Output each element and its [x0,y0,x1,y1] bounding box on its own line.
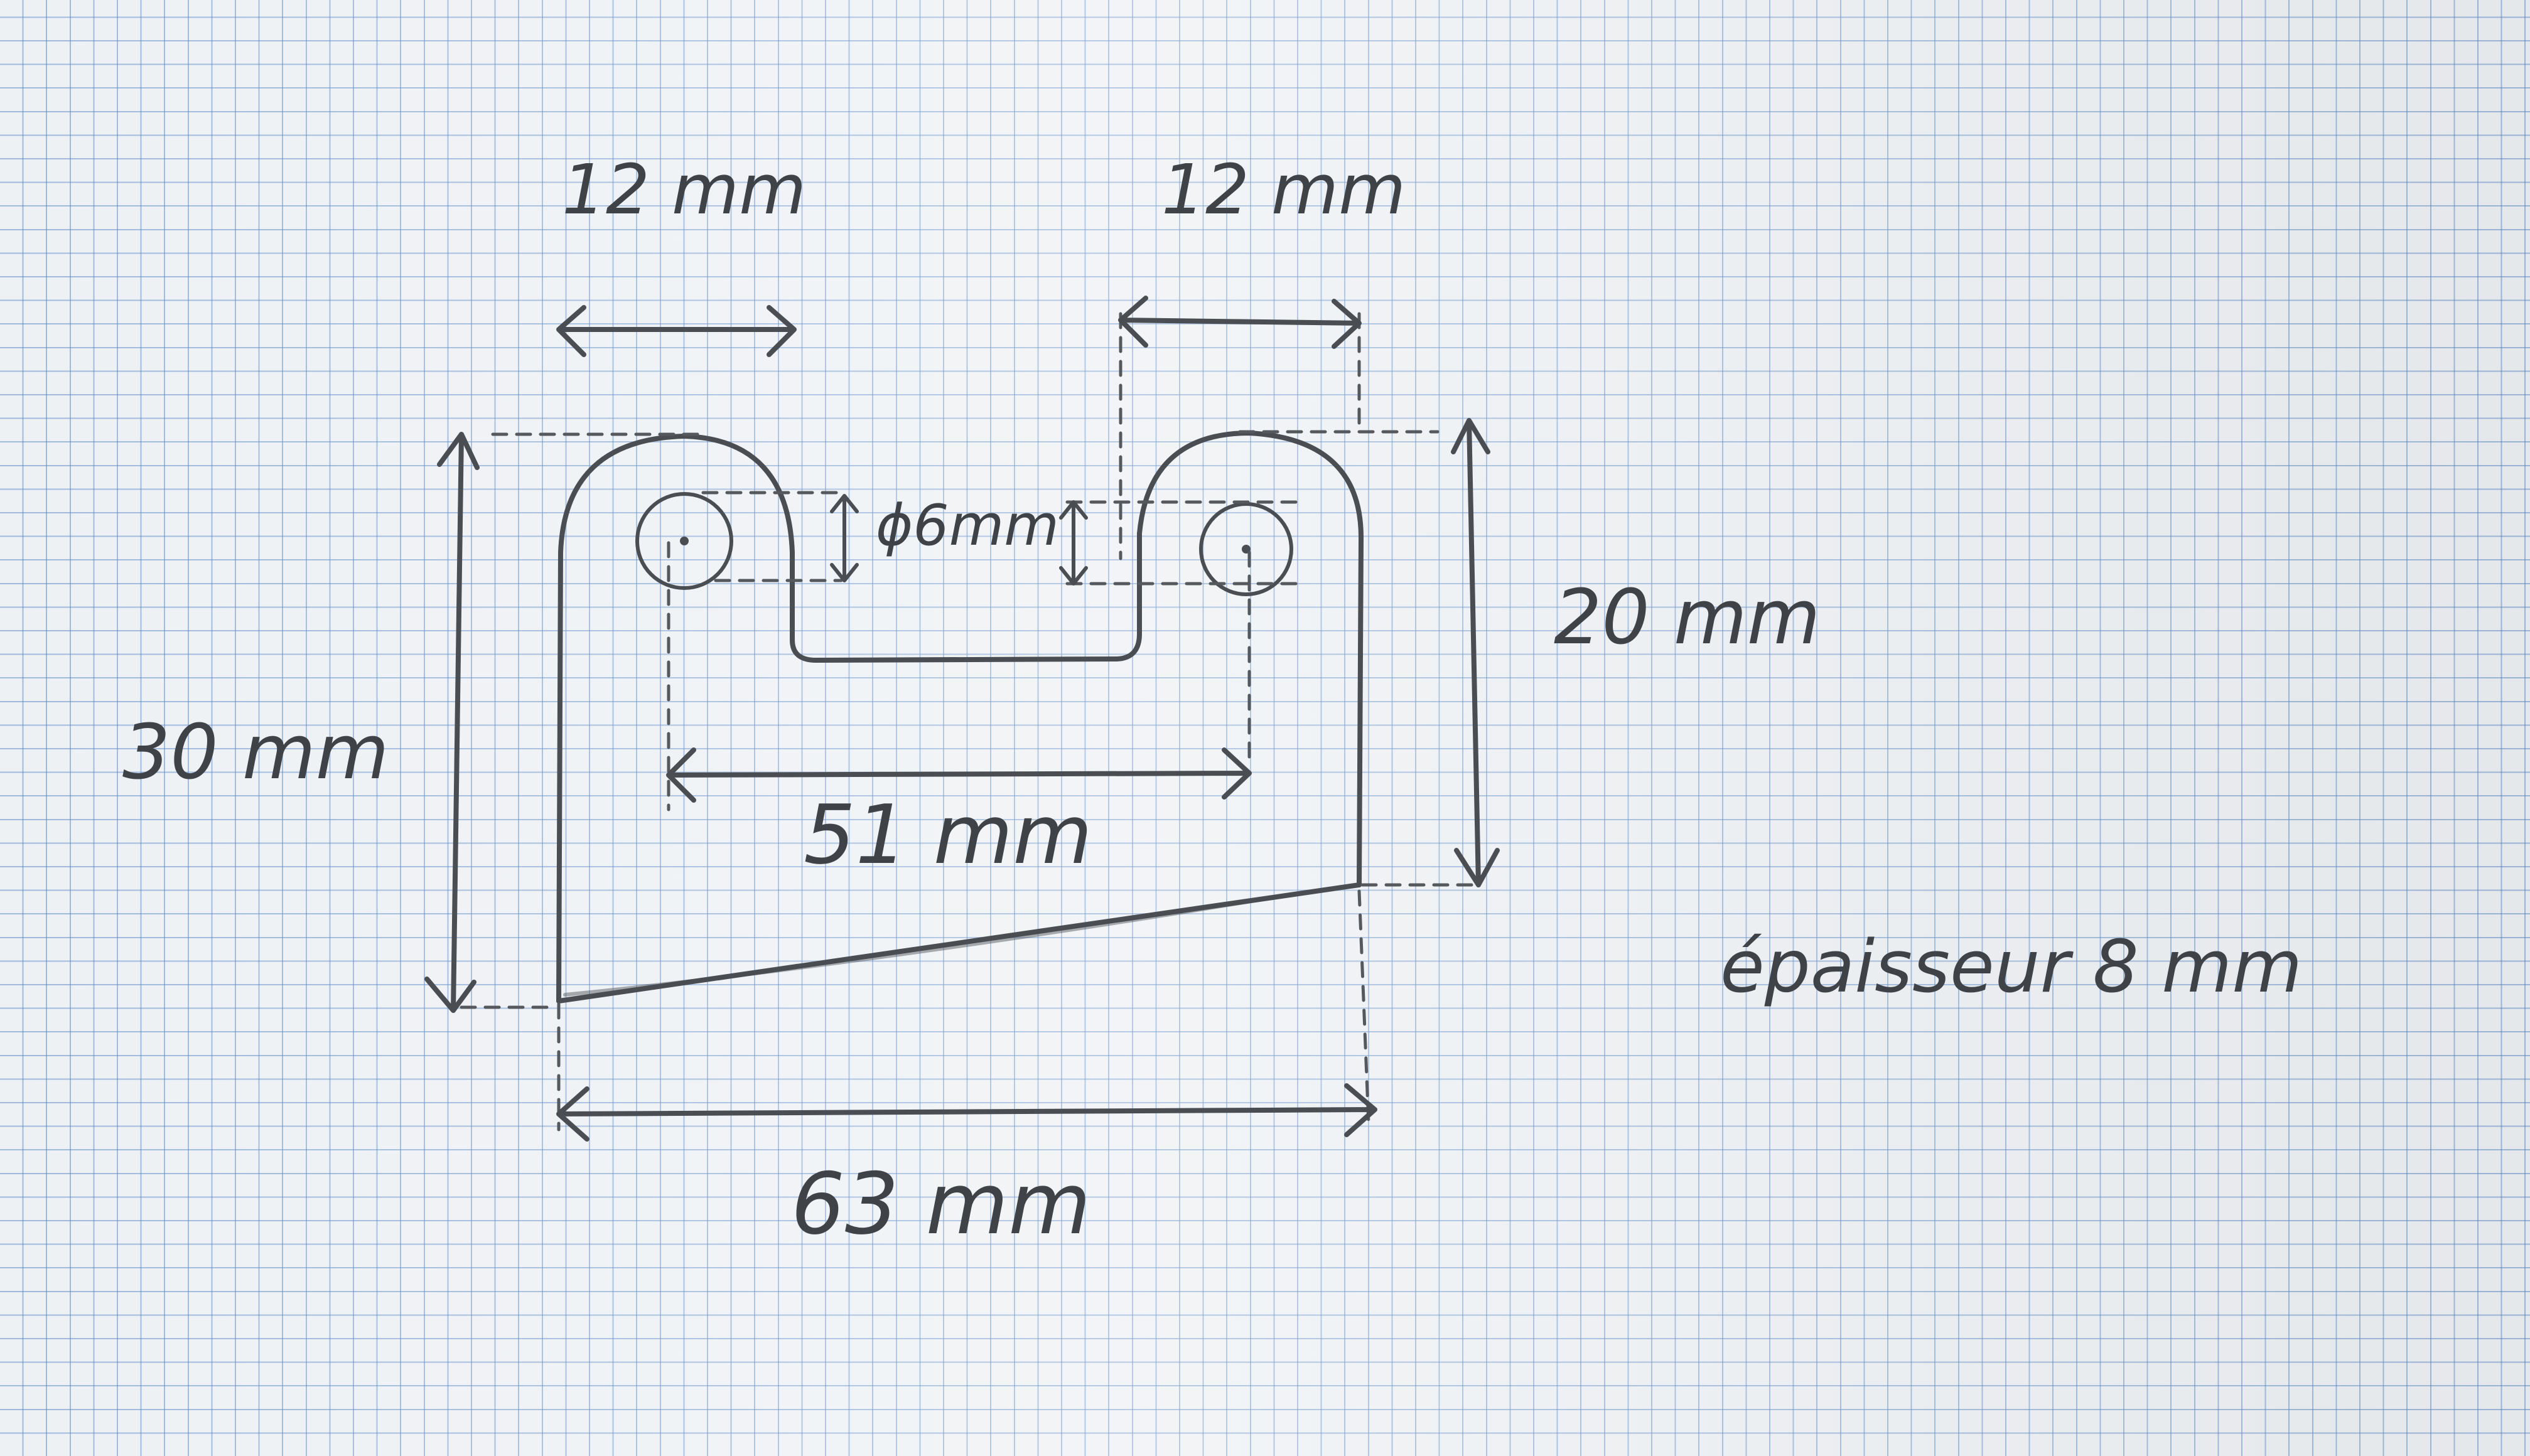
slanted-bottom-edge-faint [563,892,1295,997]
total-height-label: 30 mm [122,709,389,796]
right-height-label: 20 mm [1554,574,1821,661]
hole-spacing-arrow [666,747,1252,803]
inner-notch [790,531,1142,663]
total-width-arrow [556,1083,1377,1142]
left-tab-width-label: 12 mm [562,149,806,230]
right-hole-diameter-arrow [1059,500,1088,586]
right-hole [1199,502,1293,596]
holes [635,492,1293,596]
left-hole-center [680,537,689,545]
total-height-arrow [424,432,480,1013]
slanted-bottom-edge [556,882,1362,1004]
left-tab-outline [556,434,795,1004]
dimension-arrows [424,296,1500,1142]
total-width-label: 63 mm [791,1155,1091,1253]
left-hole-diameter-arrow [830,494,859,582]
right-tab-width-arrow [1118,296,1362,349]
left-hole [635,492,733,590]
thickness-label: épaisseur 8 mm [1720,925,2302,1009]
right-height-arrow [1451,418,1500,887]
construction-lines [460,312,1483,1132]
hole-diameter-label: ϕ6mm [876,493,1059,559]
labels: 12 mm 12 mm ϕ6mm 30 mm 20 mm 51 mm 63 mm… [122,149,2302,1253]
right-tab-width-label: 12 mm [1161,149,1406,230]
hole-spacing-label: 51 mm [804,787,1092,882]
left-tab-width-arrow [556,305,797,357]
